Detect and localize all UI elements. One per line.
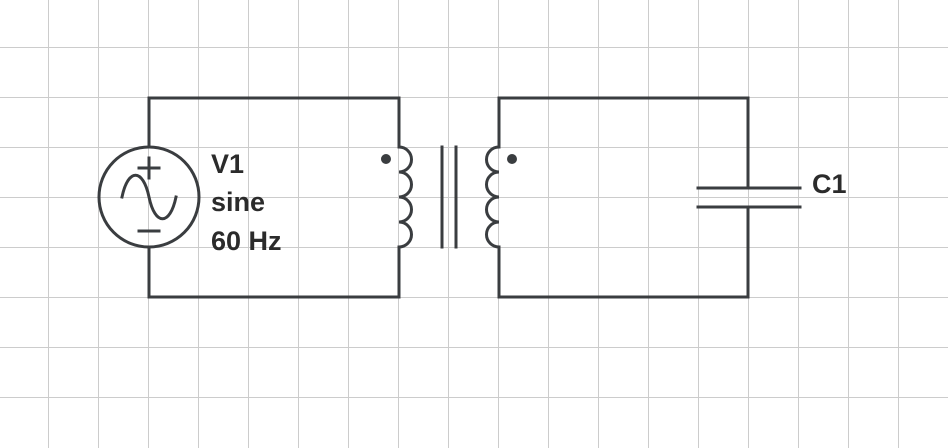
primary-coil [397,145,413,249]
plus-sign-icon [137,156,161,180]
source-name-label: V1 [211,149,244,179]
primary-polarity-dot [381,154,391,164]
capacitor-icon[interactable] [696,186,802,209]
sine-wave-icon [120,174,178,220]
source-type-label: sine [211,187,265,217]
source-frequency-label: 60 Hz [211,226,282,256]
wire-secondary-bottom[interactable] [497,205,750,299]
ac-voltage-source-icon[interactable] [97,145,201,249]
wire-primary-top[interactable] [147,96,401,149]
secondary-polarity-dot [507,154,517,164]
wire-primary-bottom[interactable] [147,245,401,299]
transformer-icon[interactable] [381,145,517,249]
secondary-coil [485,145,501,249]
wires [147,96,750,299]
capacitor-name-label: C1 [812,169,847,199]
wire-secondary-top[interactable] [497,96,750,190]
source-body [97,145,201,249]
